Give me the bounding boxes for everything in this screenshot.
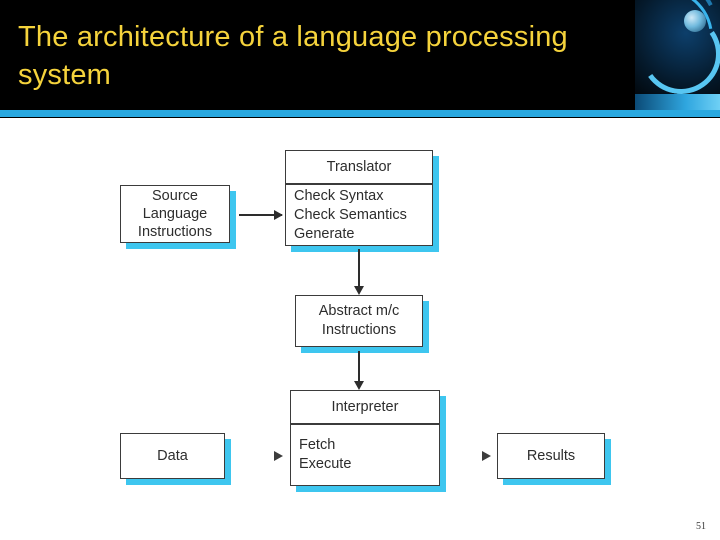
arrow-interpreter-to-results-icon <box>482 451 491 461</box>
node-translator-body: Check Syntax Check Semantics Generate <box>285 184 433 246</box>
node-abstract-line-1: Abstract m/c <box>318 303 400 319</box>
node-translator-title-label: Translator <box>326 159 392 175</box>
node-data-label: Data <box>157 448 188 464</box>
arrow-abstract-to-interpreter-icon <box>354 351 364 390</box>
node-source-line-2: Language <box>142 206 208 222</box>
node-translator-line-1: Check Syntax <box>294 187 384 204</box>
node-source-language-instructions: Source Language Instructions <box>120 185 230 243</box>
page-number: 51 <box>696 521 706 532</box>
architecture-diagram: Source Language Instructions Translator … <box>0 118 720 518</box>
node-interpreter-line-2: Execute <box>299 456 352 472</box>
slide-header: The architecture of a language processin… <box>0 0 720 118</box>
node-interpreter-title: Interpreter <box>290 390 440 424</box>
page-title: The architecture of a language processin… <box>18 21 568 91</box>
node-translator-line-2: Check Semantics <box>294 206 407 223</box>
node-translator-title: Translator <box>285 150 433 184</box>
node-results: Results <box>497 433 605 479</box>
node-interpreter-title-label: Interpreter <box>331 399 399 415</box>
node-data: Data <box>120 433 225 479</box>
arrow-translator-to-abstract-icon <box>354 249 364 295</box>
node-abstract-machine-instructions: Abstract m/c Instructions <box>295 295 423 347</box>
node-source-line-1: Source <box>152 188 198 204</box>
header-divider <box>0 110 720 117</box>
arrow-source-to-translator-icon <box>239 210 283 220</box>
node-translator-line-3: Generate <box>294 225 355 242</box>
node-interpreter-line-1: Fetch <box>299 437 336 453</box>
header-image-band <box>635 94 720 110</box>
node-results-label: Results <box>526 448 576 464</box>
node-interpreter-body: Fetch Execute <box>290 424 440 486</box>
header-decoration-image <box>635 0 720 110</box>
node-source-line-3: Instructions <box>137 224 213 240</box>
sphere-icon <box>684 10 706 32</box>
arrow-data-to-interpreter-icon <box>274 451 283 461</box>
node-abstract-line-2: Instructions <box>321 322 397 338</box>
